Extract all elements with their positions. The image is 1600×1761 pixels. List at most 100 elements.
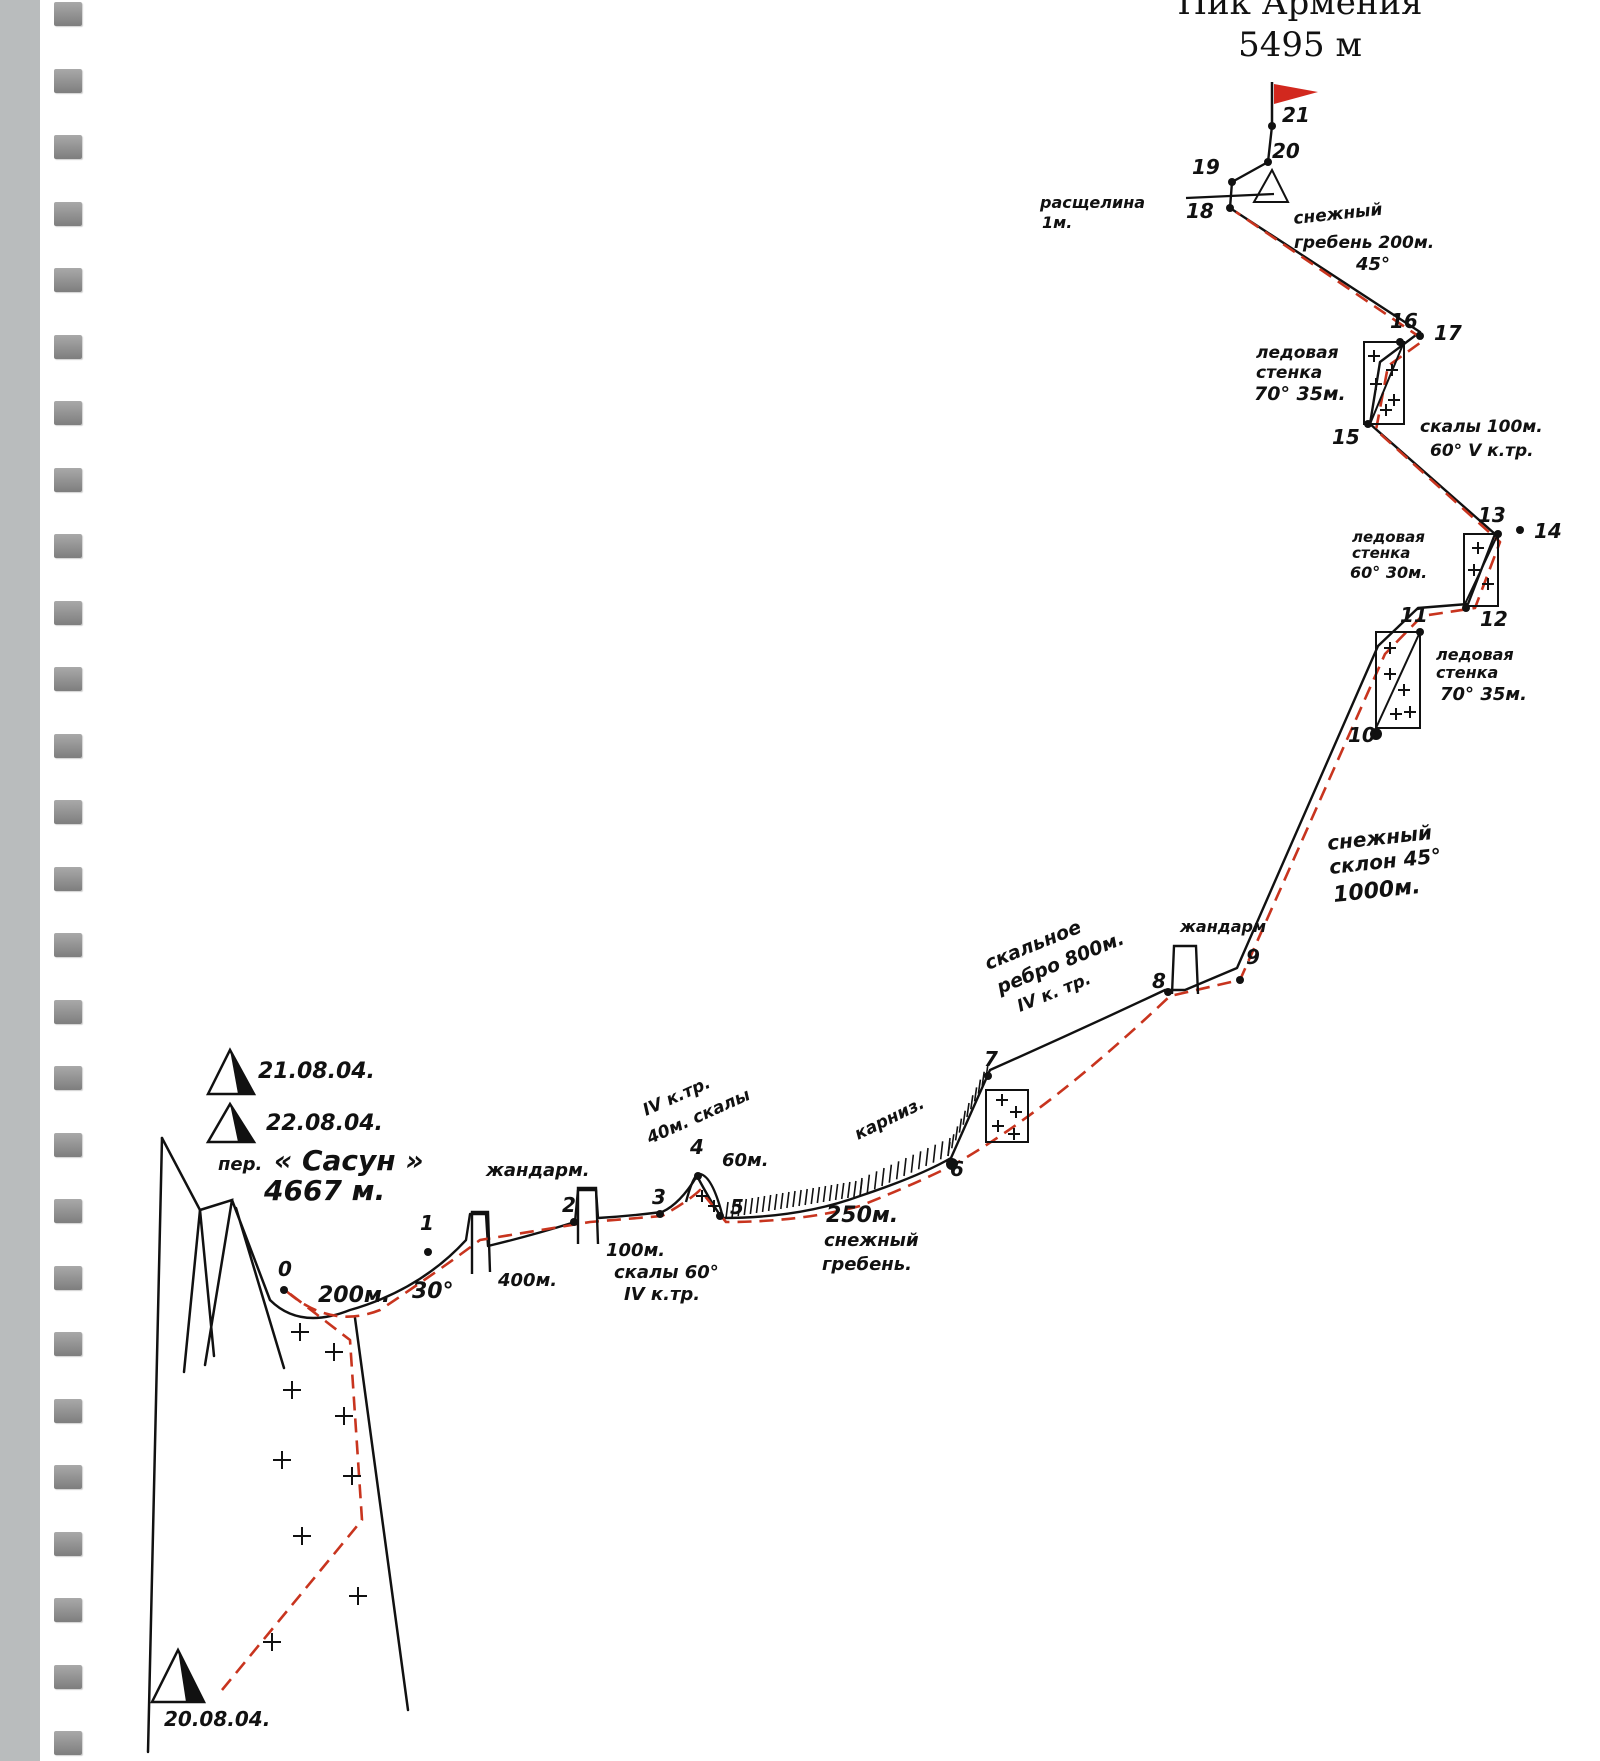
valley-right-wall <box>353 1316 410 1712</box>
route-point-label-1: 1 <box>420 1211 434 1235</box>
terrain-crosses <box>263 350 1494 1651</box>
hatch-mark <box>853 1180 857 1198</box>
route-point-label-8: 8 <box>1152 969 1166 993</box>
binding-ring <box>54 600 82 625</box>
hatch-mark <box>958 1118 963 1133</box>
hatch-mark <box>792 1190 796 1208</box>
binding-ring <box>54 1398 82 1423</box>
cross-mark <box>291 1323 309 1341</box>
ice-box-10-11-diagonal <box>1375 631 1421 729</box>
route-point-dot-2 <box>570 1218 578 1226</box>
binding-ring <box>54 999 82 1024</box>
hatch-mark <box>966 1102 970 1118</box>
route-point-label-13: 13 <box>1478 503 1506 527</box>
summit-flag-icon <box>1270 82 1318 126</box>
route-point-label-12: 12 <box>1480 607 1508 631</box>
route-point-dot-19 <box>1228 178 1236 186</box>
binding-ring <box>54 2 82 26</box>
cross-mark <box>1398 684 1410 696</box>
label-ice2-a: ледовая <box>1352 528 1425 546</box>
hatch-mark <box>903 1157 907 1177</box>
gendarme-shape-3 <box>1170 944 1200 995</box>
binding-ring <box>54 1531 82 1556</box>
cross-mark <box>1404 706 1416 718</box>
route-point-dot-11 <box>1416 628 1424 636</box>
label-ice1-a: ледовая <box>1436 645 1514 664</box>
hatch-mark <box>804 1188 808 1206</box>
hatch-mark <box>859 1177 863 1197</box>
tent-icon-camp-2 <box>205 1101 257 1144</box>
route-point-label-6: 6 <box>950 1157 964 1181</box>
cross-mark <box>293 1527 311 1545</box>
hatch-mark <box>954 1126 959 1141</box>
route-point-label-3: 3 <box>652 1185 666 1209</box>
route-point-dot-10 <box>1370 728 1382 740</box>
binding-ring <box>54 1465 82 1489</box>
hatch-mark <box>780 1192 784 1210</box>
hatch-mark <box>977 1079 982 1094</box>
label-30deg: 30° <box>412 1279 454 1304</box>
cross-mark <box>696 1190 708 1202</box>
pass-elevation: 4667 м. <box>263 1174 385 1207</box>
hatch-mark <box>755 1196 760 1214</box>
cross-mark <box>1388 394 1400 406</box>
route-point-label-5: 5 <box>730 1195 744 1219</box>
route-point-dot-18 <box>1226 204 1234 212</box>
label-200m: 200м. <box>318 1283 390 1308</box>
route-point-label-17: 17 <box>1434 321 1462 345</box>
cross-mark <box>349 1587 367 1605</box>
route-point-label-16: 16 <box>1390 309 1418 333</box>
hatch-mark <box>767 1194 772 1212</box>
binding-ring <box>54 667 82 691</box>
hatch-mark <box>981 1071 985 1086</box>
label-ridge2-a: снежный <box>1292 200 1383 229</box>
cross-mark <box>283 1381 301 1399</box>
route-point-dot-12 <box>1462 604 1470 612</box>
cross-mark <box>1390 708 1402 720</box>
hatch-mark <box>725 1201 729 1219</box>
hatch-mark <box>951 1134 955 1149</box>
binding-ring <box>54 334 82 359</box>
label-ice2-c: 60° 30м. <box>1350 563 1427 582</box>
cross-mark <box>1468 564 1480 576</box>
hatch-mark <box>743 1198 748 1216</box>
binding-ring <box>54 1265 82 1290</box>
cross-mark <box>1386 364 1398 376</box>
hatch-mark <box>822 1185 827 1203</box>
hatch-mark <box>947 1141 951 1157</box>
ice-box-12-13 <box>1463 533 1499 607</box>
binding-ring <box>54 866 82 891</box>
route-point-label-11: 11 <box>1400 603 1428 627</box>
pass-label: пер. <box>218 1154 262 1175</box>
cross-mark <box>1380 404 1392 416</box>
route-point-dot-3 <box>656 1210 664 1218</box>
binding-ring <box>54 1132 82 1157</box>
cross-mark <box>1370 378 1382 390</box>
valley-left-ridge <box>160 1136 202 1374</box>
hatch-mark <box>881 1167 885 1187</box>
route-point-label-4: 4 <box>689 1135 704 1159</box>
route-point-dot-4 <box>694 1172 702 1180</box>
cross-mark <box>1008 1128 1020 1140</box>
binding-ring <box>54 401 82 425</box>
route-point-label-21: 21 <box>1282 103 1310 127</box>
gendarme-shape-1 <box>470 1210 492 1274</box>
label-rocks-60deg: скалы 60° <box>614 1262 719 1283</box>
ice-box-15-16 <box>1363 341 1405 425</box>
label-250m: 250м. <box>826 1203 898 1228</box>
label-rocks2-b: 60° V к.тр. <box>1430 441 1534 461</box>
label-gendarme-1: жандарм. <box>485 1160 590 1181</box>
route-point-dot-9 <box>1236 976 1244 984</box>
gendarme-shape-2 <box>576 1186 600 1245</box>
label-400m: 400м. <box>497 1270 557 1291</box>
label-ice2-b: стенка <box>1352 544 1410 562</box>
hatch-mark <box>925 1147 929 1167</box>
cross-mark <box>708 1200 720 1212</box>
route-point-dot-13 <box>1494 530 1502 538</box>
route-point-dot-20 <box>1264 158 1272 166</box>
route-point-label-18: 18 <box>1186 199 1214 223</box>
label-ice3-c: 70° 35м. <box>1254 383 1346 405</box>
hatch-mark <box>970 1095 974 1110</box>
binding-ring <box>54 1731 82 1755</box>
hatch-mark <box>828 1184 833 1202</box>
